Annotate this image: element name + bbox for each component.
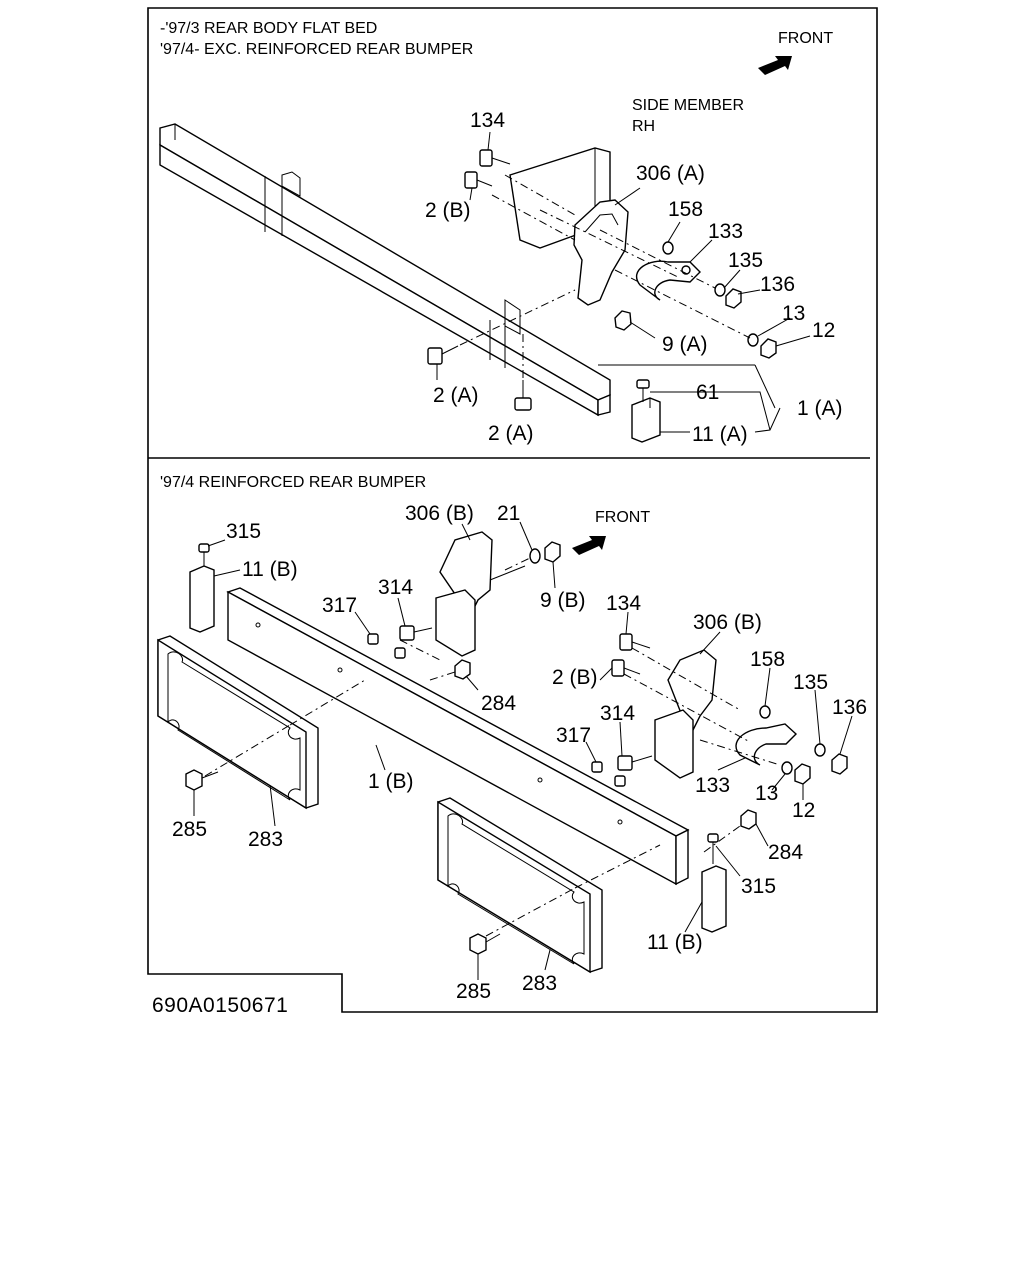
hook-133 — [636, 260, 701, 301]
callout-13-bottom: 13 — [755, 782, 778, 805]
reinforced-bumper-beam — [226, 587, 690, 886]
callout-284-right: 284 — [768, 841, 803, 864]
screw-61 — [636, 379, 650, 402]
top-header-line1: -'97/3 REAR BODY FLAT BED — [160, 20, 377, 37]
washer-13-bottom — [781, 761, 793, 775]
washer-158 — [662, 241, 674, 255]
end-cap-11a — [631, 397, 661, 443]
callout-134-bottom: 134 — [606, 592, 641, 615]
callout-283-right: 283 — [522, 972, 557, 995]
bottom-panel: '97/4 REINFORCED REAR BUMPER FRONT — [157, 474, 867, 1003]
rear-beam — [159, 123, 611, 417]
washer-158-bottom — [759, 705, 771, 719]
bracket-306b-right — [654, 649, 717, 779]
front-arrow-icon — [758, 56, 792, 75]
bolt-317-left — [367, 633, 406, 659]
washer-135-bottom — [814, 743, 826, 757]
nut-284-left — [454, 659, 471, 680]
hook-133-bottom — [735, 723, 798, 766]
top-panel: -'97/3 REAR BODY FLAT BED '97/4- EXC. RE… — [159, 20, 843, 446]
bolt-2b-bottom — [611, 659, 641, 677]
callout-315-left: 315 — [226, 520, 261, 543]
bolt-134-bottom — [619, 633, 651, 651]
end-cap-11b-right — [701, 865, 727, 933]
nut-284-right — [740, 809, 757, 830]
callout-2a-2: 2 (A) — [488, 422, 534, 445]
bolt-2b-top — [464, 171, 493, 189]
screw-315-left — [198, 543, 210, 566]
callout-12-bottom: 12 — [792, 799, 815, 822]
bracket-306a — [573, 199, 629, 306]
bolt-2a-top-1 — [427, 345, 459, 365]
callout-285-left: 285 — [172, 818, 207, 841]
diagram-frame — [147, 7, 878, 1013]
side-member-label-2: RH — [632, 118, 655, 135]
callout-306b-right: 306 (B) — [693, 611, 762, 634]
callout-306b-left: 306 (B) — [405, 502, 474, 525]
nut-136-bottom — [831, 753, 848, 775]
callout-317-right: 317 — [556, 724, 591, 747]
bolt-314-left — [399, 625, 433, 641]
bottom-header: '97/4 REINFORCED REAR BUMPER — [160, 474, 426, 491]
callout-11a: 11 (A) — [692, 423, 748, 446]
callout-136: 136 — [760, 273, 795, 296]
side-member-label-1: SIDE MEMBER — [632, 97, 744, 114]
bracket-306b-left — [435, 531, 526, 657]
callout-133-bottom: 133 — [695, 774, 730, 797]
callout-2b-bottom: 2 (B) — [552, 666, 598, 689]
bolt-317-right — [591, 761, 626, 787]
callout-135-bottom: 135 — [793, 671, 828, 694]
callout-315-right: 315 — [741, 875, 776, 898]
pad-283-right — [437, 797, 603, 974]
callout-317-left: 317 — [322, 594, 357, 617]
bolt-285-left — [185, 769, 219, 791]
nut-136 — [725, 288, 742, 309]
callout-9a: 9 (A) — [662, 333, 708, 356]
callout-158-bottom: 158 — [750, 648, 785, 671]
top-front-label: FRONT — [778, 30, 833, 47]
top-header-line2: '97/4- EXC. REINFORCED REAR BUMPER — [160, 41, 473, 58]
callout-61: 61 — [696, 381, 719, 404]
callout-2b: 2 (B) — [425, 199, 471, 222]
callout-1b: 1 (B) — [368, 770, 414, 793]
washer-21 — [529, 548, 541, 564]
bolt-134-top — [479, 149, 511, 167]
washer-13 — [747, 333, 759, 347]
callout-283-left: 283 — [248, 828, 283, 851]
nut-12-bottom — [794, 763, 811, 785]
callout-2a-1: 2 (A) — [433, 384, 479, 407]
callout-314-right: 314 — [600, 702, 635, 725]
callout-11b-right: 11 (B) — [647, 931, 703, 954]
callout-13: 13 — [782, 302, 805, 325]
callout-11b-left: 11 (B) — [242, 558, 298, 581]
bolt-314-right — [617, 755, 653, 771]
bottom-front-label: FRONT — [595, 509, 650, 526]
callout-134: 134 — [470, 109, 505, 132]
callout-136-bottom: 136 — [832, 696, 867, 719]
end-cap-11b-left — [189, 565, 215, 633]
callout-306a: 306 (A) — [636, 162, 705, 185]
callout-285-right: 285 — [456, 980, 491, 1003]
callout-158: 158 — [668, 198, 703, 221]
nut-9b — [544, 541, 561, 563]
callout-1a: 1 (A) — [797, 397, 843, 420]
callout-133: 133 — [708, 220, 743, 243]
callout-284-left: 284 — [481, 692, 516, 715]
callout-9b: 9 (B) — [540, 589, 586, 612]
bolt-2a-top-2 — [514, 380, 532, 411]
callout-21: 21 — [497, 502, 520, 525]
figure-code: 690A0150671 — [152, 994, 288, 1017]
callout-314-left: 314 — [378, 576, 413, 599]
bolt-285-right — [469, 933, 501, 955]
pad-283-left — [157, 635, 319, 810]
nut-12 — [760, 338, 777, 359]
callout-135: 135 — [728, 249, 763, 272]
front-arrow-icon-bottom — [572, 536, 606, 555]
nut-9a — [614, 310, 632, 331]
callout-12: 12 — [812, 319, 835, 342]
screw-315-right — [707, 833, 719, 864]
washer-135 — [714, 283, 726, 297]
